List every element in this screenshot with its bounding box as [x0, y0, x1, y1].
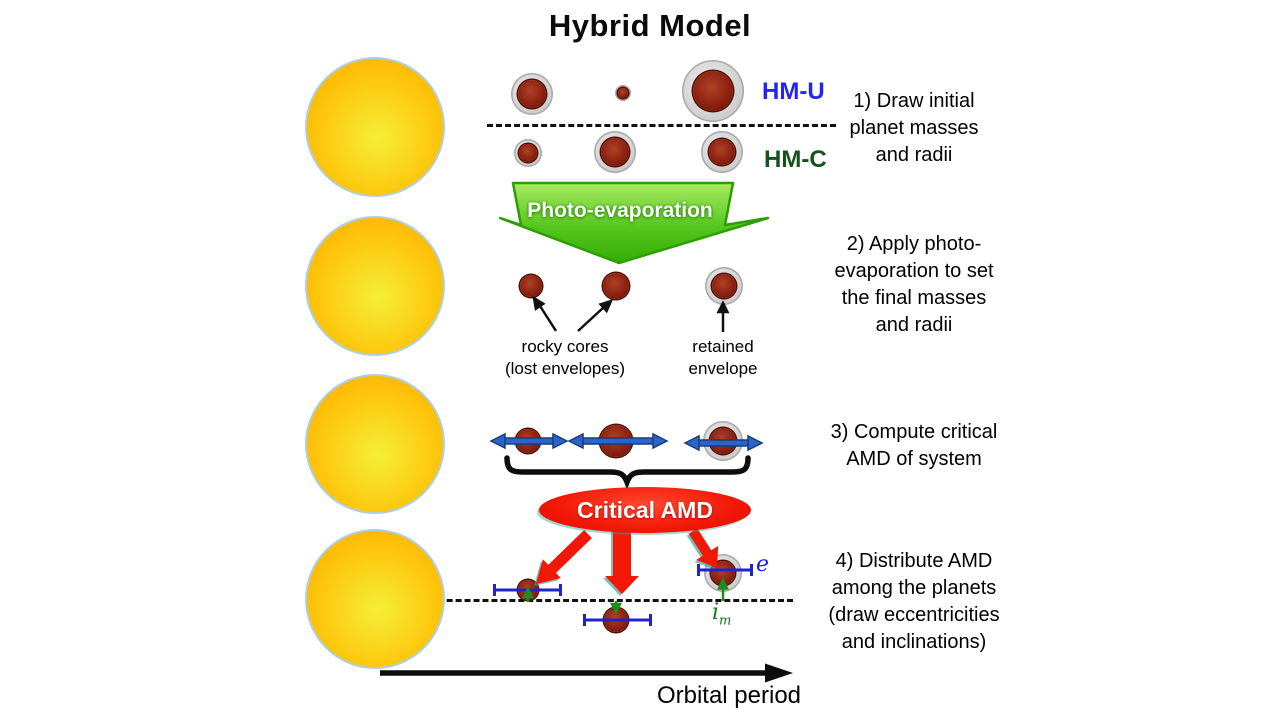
planet-with-envelope-icon	[703, 421, 743, 461]
critical-amd-label: Critical AMD	[577, 496, 713, 523]
planet-with-envelope-icon	[594, 131, 636, 173]
text-line: and inclinations)	[841, 631, 987, 653]
planet-with-envelope-icon	[701, 131, 743, 173]
planet-core-icon	[709, 139, 735, 165]
star-icon	[305, 374, 445, 514]
planet-core-icon	[693, 71, 733, 111]
rocky-cores-label: rocky cores (lost envelopes)	[480, 336, 650, 380]
planet-with-envelope-icon	[682, 60, 744, 122]
text-line: (draw eccentricities	[828, 604, 1000, 626]
planet-with-envelope-icon	[615, 85, 631, 101]
rocky-core-icon	[604, 608, 628, 632]
planet-with-envelope-icon	[704, 554, 742, 592]
inclination-label: im	[712, 600, 731, 628]
rocky-core-icon	[600, 425, 632, 457]
retained-envelope-pointer-arrow-icon	[716, 300, 730, 332]
hm-separator-dashed-line	[487, 124, 836, 127]
orbital-period-axis-arrow-icon	[380, 663, 793, 683]
text-line: (lost envelopes)	[504, 359, 625, 378]
diagram-title: Hybrid Model	[548, 8, 752, 43]
star-icon	[305, 216, 445, 356]
step-3-text: 3) Compute critical AMD of system	[804, 419, 1024, 473]
step-1-text: 1) Draw initial planet masses and radii	[804, 88, 1024, 169]
star-icon	[305, 529, 445, 669]
system-brace-icon	[504, 455, 751, 490]
step-2-text: 2) Apply photo- evaporation to set the f…	[804, 231, 1024, 339]
planet-core-icon	[519, 144, 537, 162]
planet-core-icon	[712, 274, 736, 298]
planet-with-envelope-icon	[511, 73, 553, 115]
planet-core-icon	[618, 88, 628, 98]
text-line: evaporation to set	[834, 260, 994, 282]
rocky-core-icon	[520, 275, 542, 297]
step-4-text: 4) Distribute AMD among the planets (dra…	[804, 548, 1024, 656]
text-line: planet masses	[849, 117, 979, 139]
orbit-plane-dashed-line	[375, 599, 793, 602]
inclination-symbol: i	[712, 600, 720, 625]
rocky-core-icon	[516, 429, 540, 453]
planet-core-icon	[710, 428, 736, 454]
inclination-arrow-icon	[521, 577, 729, 615]
rocky-core-pointer-arrow-icon	[532, 295, 614, 332]
hm-u-label: HM-U	[762, 78, 825, 105]
photo-evaporation-arrow-icon	[498, 181, 770, 265]
text-line: rocky cores	[521, 337, 609, 356]
eccentricity-label: e	[756, 552, 770, 577]
rocky-core-icon	[518, 580, 538, 600]
text-line: AMD of system	[846, 448, 982, 470]
critical-amd-bubble: Critical AMD	[539, 487, 751, 533]
text-line: 2) Apply photo-	[846, 233, 982, 255]
rocky-core-icon	[603, 273, 629, 299]
inclination-subscript: m	[719, 613, 732, 629]
text-line: 3) Compute critical	[830, 421, 998, 443]
text-line: and radii	[875, 314, 953, 336]
orbital-period-label: Orbital period	[656, 682, 802, 709]
retained-envelope-label: retained envelope	[663, 336, 783, 380]
star-icon	[305, 57, 445, 197]
planet-core-icon	[601, 138, 629, 166]
planet-core-icon	[518, 80, 546, 108]
planet-with-envelope-icon	[514, 139, 542, 167]
text-line: the final masses	[841, 287, 987, 309]
text-line: envelope	[688, 359, 758, 378]
text-line: 4) Distribute AMD	[835, 550, 993, 572]
photo-evaporation-label: Photo-evaporation	[527, 199, 713, 222]
hm-c-label: HM-C	[764, 146, 827, 173]
text-line: retained	[692, 337, 754, 356]
text-line: and radii	[875, 144, 953, 166]
text-line: among the planets	[831, 577, 997, 599]
planet-core-icon	[711, 561, 735, 585]
amd-distribution-arrow-icon	[536, 528, 719, 594]
planet-with-envelope-icon	[705, 267, 743, 305]
text-line: 1) Draw initial	[853, 90, 975, 112]
